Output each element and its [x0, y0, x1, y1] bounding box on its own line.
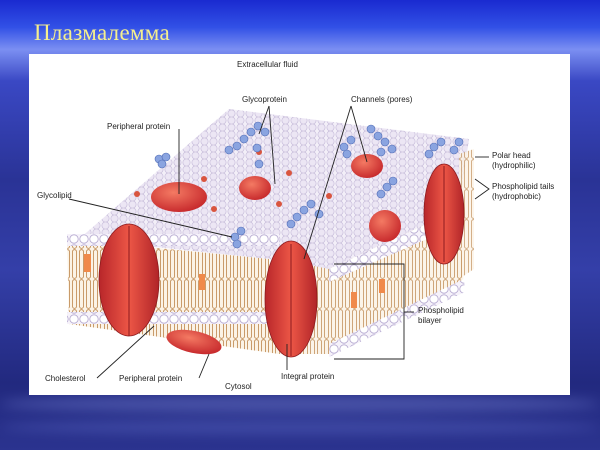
integral-protein-left [98, 223, 160, 337]
label-polar-head: Polar head (hydrophilic) [492, 151, 536, 171]
label-phospholipid-bilayer: Phospholipid bilayer [418, 306, 464, 326]
label-peripheral-protein-bottom: Peripheral protein [119, 374, 183, 383]
label-glycoprotein: Glycoprotein [242, 95, 287, 104]
background-streak [0, 395, 600, 413]
peripheral-protein-bottom [166, 329, 222, 355]
label-bilayer-line1: Phospholipid [418, 306, 464, 315]
channel-protein [351, 154, 383, 178]
label-integral-protein: Integral protein [281, 372, 335, 381]
background-streak [0, 420, 600, 434]
peripheral-protein-top [151, 182, 207, 212]
diagram-panel: Extracellular fluid Glycoprotein Channel… [29, 54, 570, 395]
plasma-membrane-illustration [67, 105, 490, 379]
slide-title: Плазмалемма [34, 20, 171, 45]
label-peripheral-protein-top: Peripheral protein [107, 122, 171, 131]
label-glycolipid: Glycolipid [37, 191, 72, 200]
label-tails-line2: (hydrophobic) [492, 192, 541, 201]
channel-protein [239, 176, 271, 200]
label-bilayer-line2: bilayer [418, 316, 442, 325]
leader-lines [68, 105, 490, 379]
label-polar-head-line1: Polar head [492, 151, 531, 160]
label-polar-head-line2: (hydrophilic) [492, 161, 536, 170]
glycan-chains [154, 121, 464, 249]
integral-protein-right [423, 163, 465, 265]
label-extracellular-fluid: Extracellular fluid [237, 60, 298, 69]
label-cholesterol: Cholesterol [45, 374, 86, 383]
label-tails-line1: Phospholipid tails [492, 182, 555, 191]
label-phospholipid-tails: Phospholipid tails (hydrophobic) [492, 182, 554, 202]
label-channels: Channels (pores) [351, 95, 413, 104]
integral-protein-center [264, 240, 318, 358]
label-cytosol: Cytosol [225, 382, 252, 391]
